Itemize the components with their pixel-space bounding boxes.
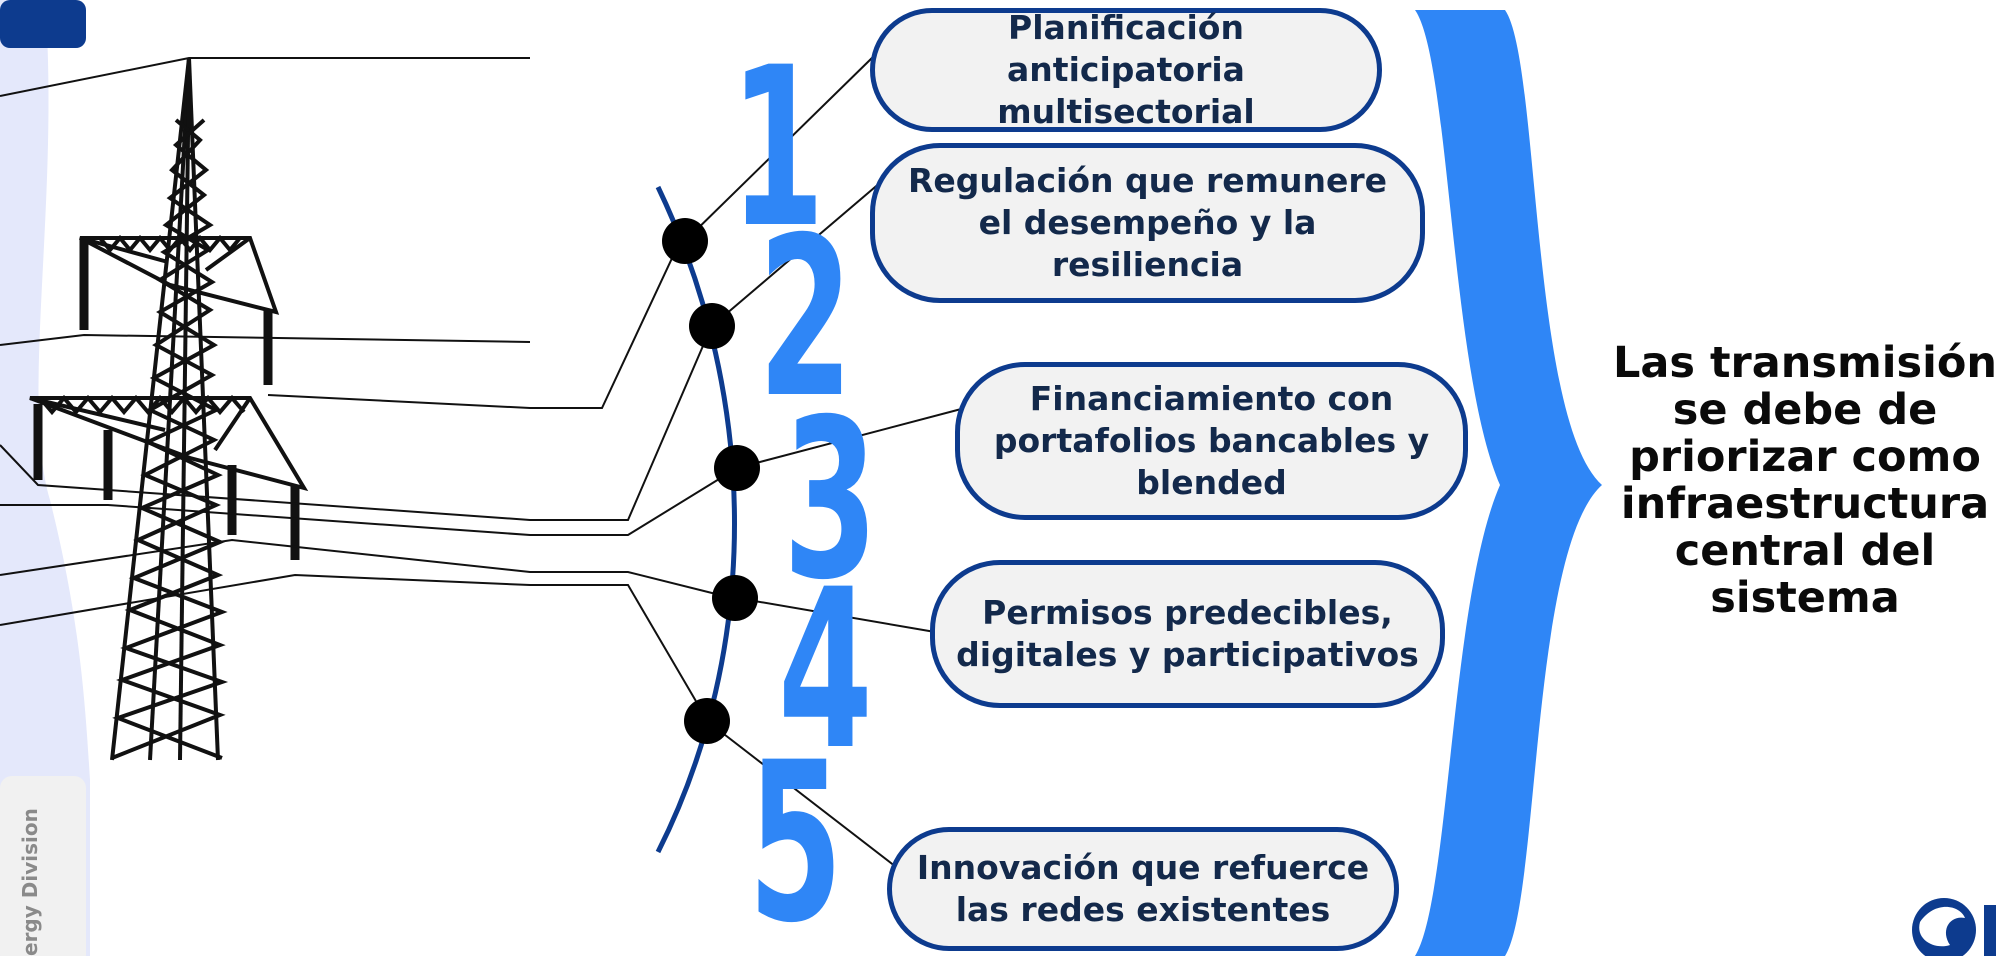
node-4 [712,575,758,621]
step-box-5: Innovación que refuerce las redes existe… [887,827,1399,951]
step-box-2: Regulación que remunere el desempeño y l… [870,143,1425,303]
node-5 [684,698,730,744]
step-box-1: Planificación anticipatoria multisectori… [870,8,1382,132]
node-3 [714,445,760,491]
connector-arc [655,185,737,854]
conclusion-text: Las transmisión se debe de priorizar com… [1613,338,1997,623]
step-box-3: Financiamiento con portafolios bancables… [955,362,1468,520]
power-lines [0,54,966,871]
step-box-4: Permisos predecibles, digitales y partic… [930,560,1445,708]
node-1 [662,218,708,264]
logo-icon [1912,898,1996,956]
top-left-blue-tab [0,0,86,48]
step-number-2: 2 [758,190,853,446]
transmission-tower-icon [29,57,309,761]
step-number-4: 4 [778,542,873,798]
side-label-tab [0,776,86,956]
left-lavender-panel [0,0,90,956]
side-label: ergy Division [18,808,42,956]
step-number-5: 5 [748,715,843,971]
curly-brace [1415,10,1602,956]
step-number-3: 3 [783,372,878,628]
step-number-1: 1 [730,20,825,276]
node-2 [689,303,735,349]
